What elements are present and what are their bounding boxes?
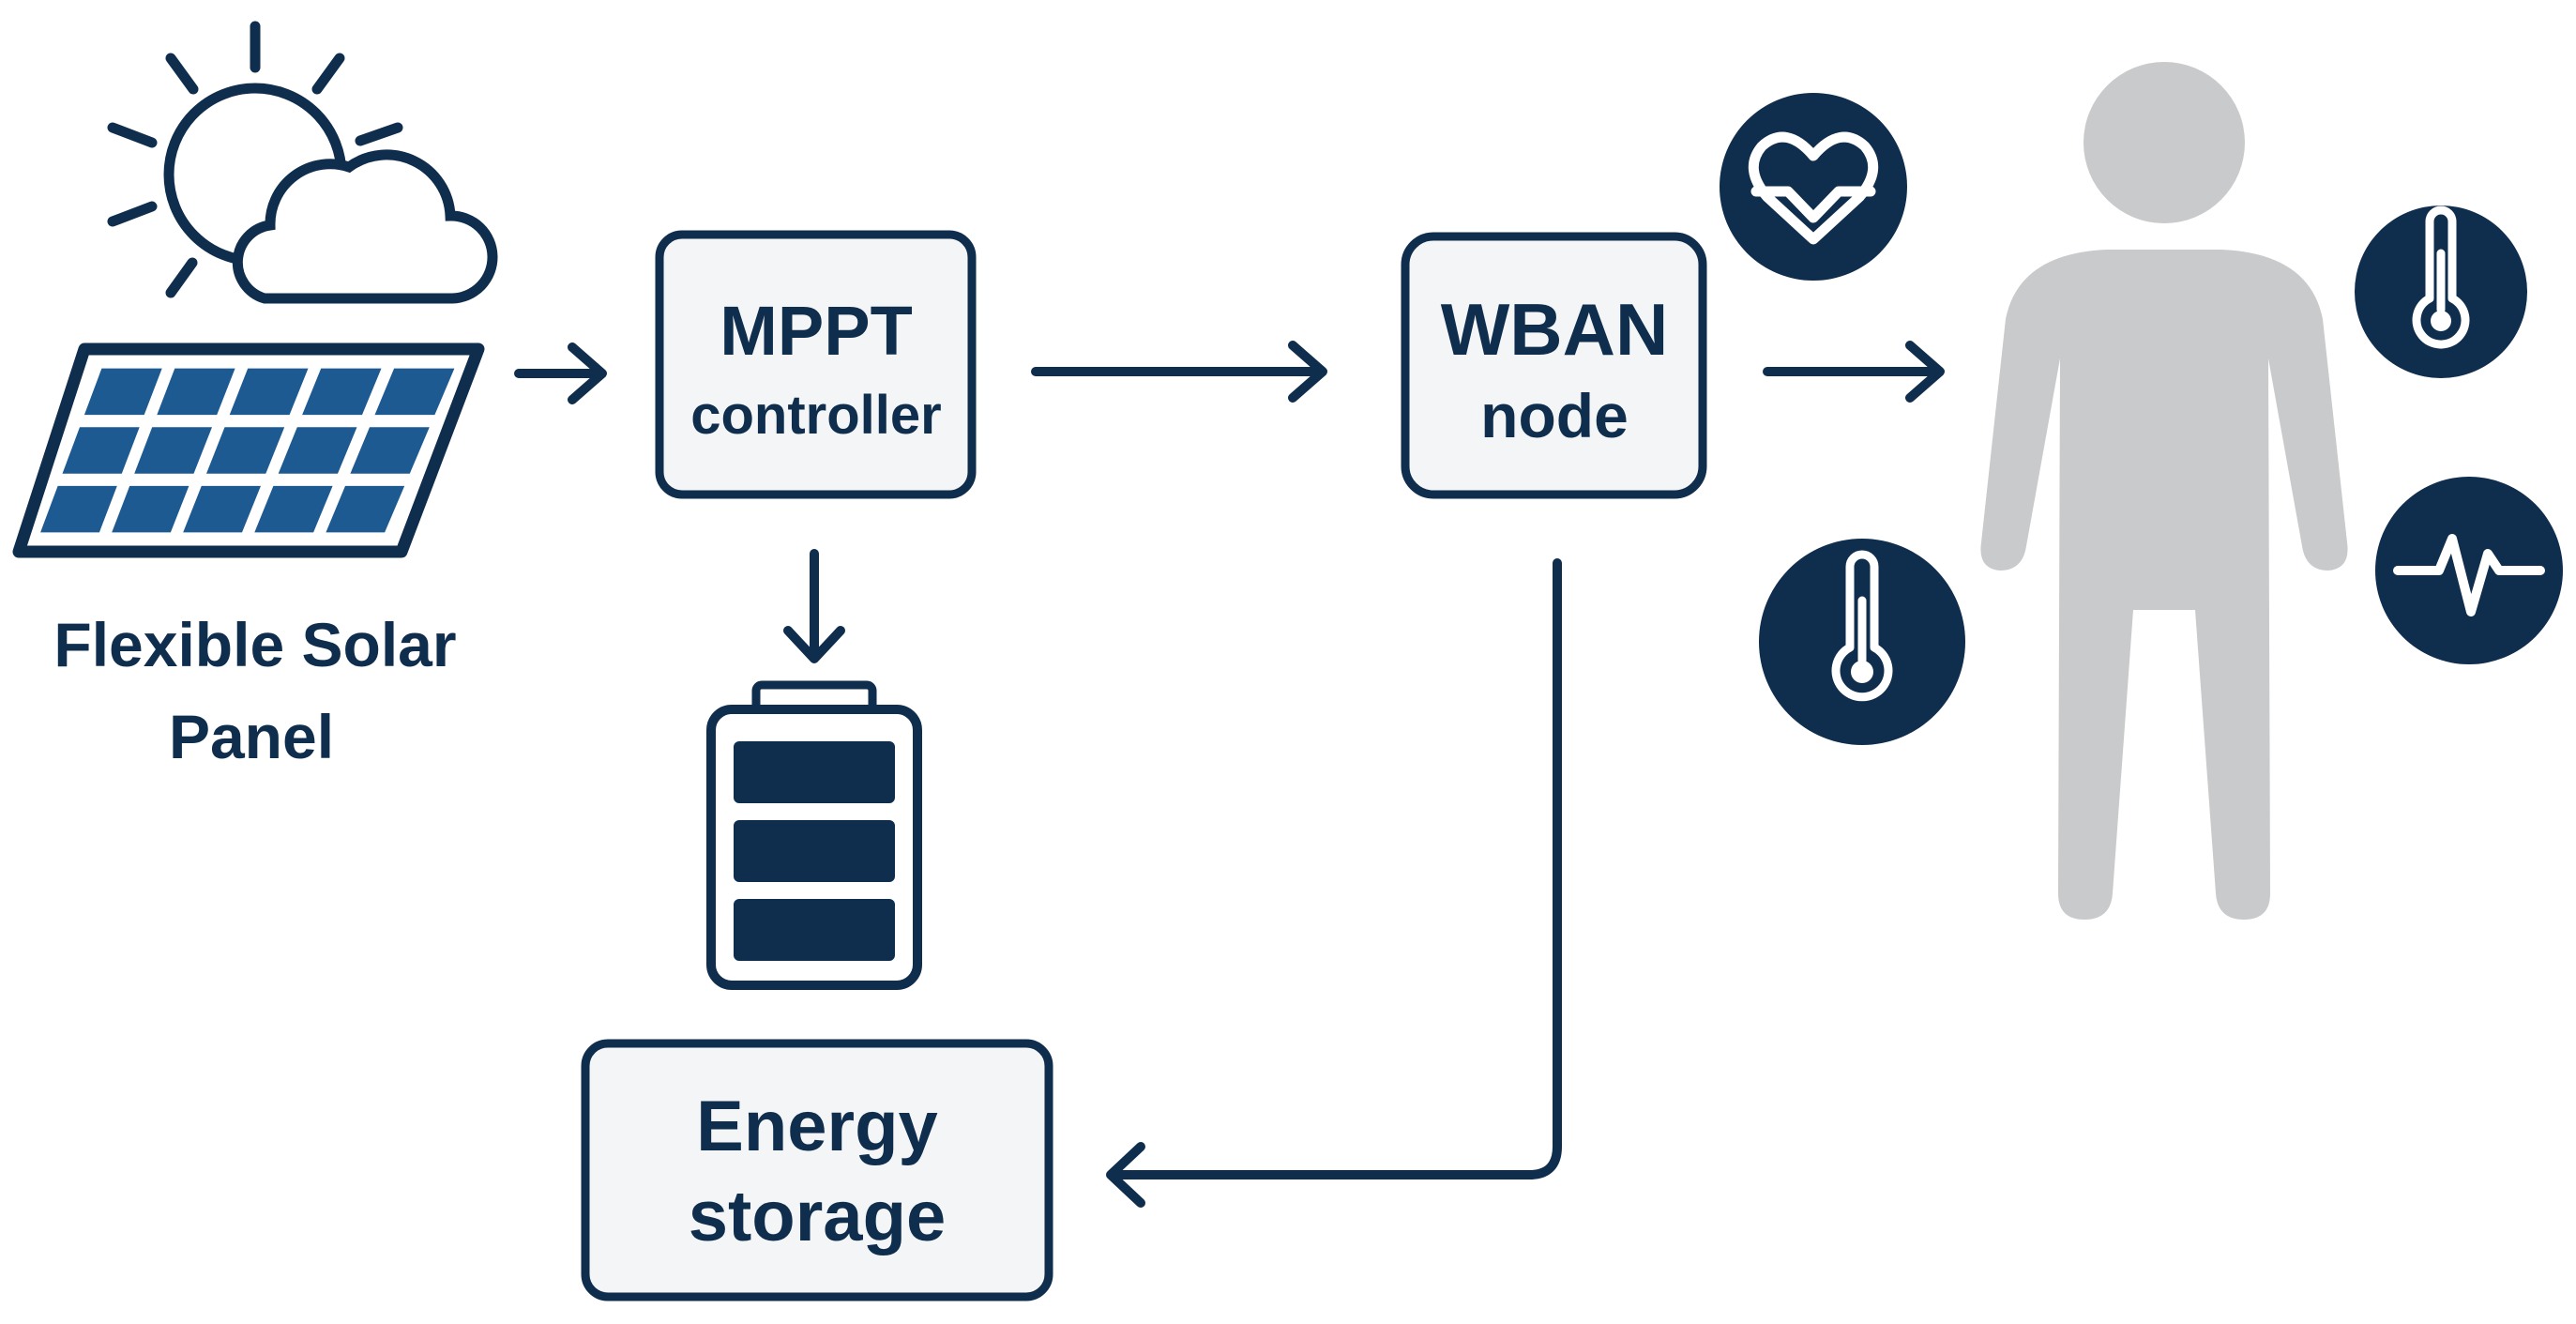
pulse-icon [2375, 477, 2563, 664]
solar-cell [229, 368, 309, 416]
battery-cell-top [734, 741, 895, 803]
energy-storage-box: Energy storage [581, 1039, 1053, 1301]
solar-panel-label-line2: Panel [169, 702, 334, 771]
wban-label-line2: node [1480, 381, 1629, 450]
solar-cell [134, 427, 212, 474]
arrow-mppt-to-wban [1031, 341, 1327, 403]
solar-cell [374, 368, 455, 416]
mppt-label-line1: MPPT [720, 292, 913, 370]
solar-panel-cells [40, 368, 455, 533]
solar-cell [302, 368, 382, 416]
sun-rays [107, 21, 403, 298]
wban-node-box: WBAN node [1401, 232, 1707, 499]
solar-cell [326, 485, 405, 533]
solar-cell [278, 427, 357, 474]
cloud-shape [232, 149, 498, 304]
solar-panel-label-line1: Flexible Solar [53, 610, 456, 679]
solar-cell [254, 485, 333, 533]
battery-cell-bottom [734, 899, 895, 961]
battery-icon [706, 680, 922, 990]
arrow-wban-to-storage [1106, 558, 1562, 1208]
storage-label-line2: storage [689, 1177, 947, 1256]
mppt-controller-box: MPPT controller [655, 230, 977, 499]
thermometer-icon [2355, 205, 2527, 378]
solar-cell [157, 368, 235, 416]
mppt-label-line2: controller [690, 385, 942, 446]
solar-cell [83, 368, 162, 416]
solar-cell [40, 485, 117, 533]
solar-panel-icon [12, 342, 485, 558]
solar-cell [183, 485, 261, 533]
thermometer-icon-secondary [1759, 539, 1965, 745]
arrow-mppt-to-battery [783, 549, 845, 663]
human-body-icon [1980, 62, 2348, 920]
arrow-panel-to-mppt [514, 342, 607, 404]
solar-cell [62, 427, 140, 474]
solar-cell [206, 427, 285, 474]
solar-cell [112, 485, 189, 533]
arrow-wban-to-body [1763, 341, 1945, 403]
person-head [2084, 62, 2245, 223]
storage-label-line1: Energy [696, 1087, 938, 1166]
battery-cell-middle [734, 820, 895, 882]
sun-cloud-icon [107, 21, 498, 304]
person-body [1980, 250, 2348, 920]
wban-label-line1: WBAN [1441, 288, 1669, 371]
solar-cell [350, 427, 430, 474]
heart-rate-icon [1720, 93, 1907, 281]
